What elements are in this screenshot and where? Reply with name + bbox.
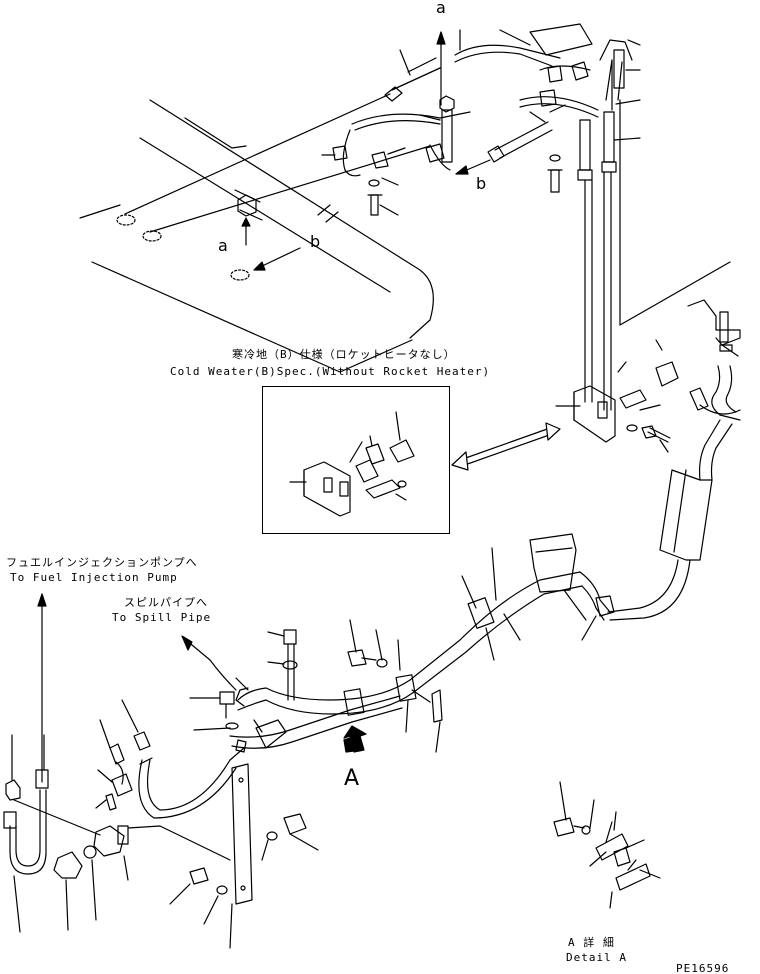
detail-a-en: Detail A <box>566 951 627 964</box>
upper-long-lines <box>124 57 441 233</box>
cold-spec-inset-frame <box>262 386 450 534</box>
inset-parts <box>289 411 415 517</box>
part-code: PE16596 <box>676 962 730 974</box>
fuel-pump-jp: フュエルインジェクションポンプへ <box>6 556 198 569</box>
spill-pipe-en: To Spill Pipe <box>112 611 212 624</box>
label-a-engine: a <box>218 236 228 255</box>
label-a-top: a <box>436 0 446 17</box>
fuel-pump-en: To Fuel Injection Pump <box>10 571 178 584</box>
upper-assembly <box>321 23 731 411</box>
label-b-top: b <box>476 174 487 193</box>
engine-outline <box>79 99 434 373</box>
cold-spec-jp: 寒冷地（B）仕様（ロケットヒータなし） <box>232 348 456 361</box>
view-a-label: A <box>344 766 360 791</box>
lower-hose-assembly <box>138 533 615 819</box>
cold-spec-en: Cold Weater(B)Spec.(Without Rocket Heate… <box>170 365 491 378</box>
detail-a-jp: A 詳 細 <box>568 936 615 949</box>
view-a-arrow <box>343 725 367 753</box>
inset-double-arrow <box>451 422 561 471</box>
detail-a-parts <box>553 781 661 909</box>
fuel-line-assembly <box>3 593 319 949</box>
spill-pipe-jp: スピルパイプへ <box>124 596 208 609</box>
right-bracket-assembly <box>555 299 741 621</box>
label-b-engine: b <box>310 232 321 251</box>
